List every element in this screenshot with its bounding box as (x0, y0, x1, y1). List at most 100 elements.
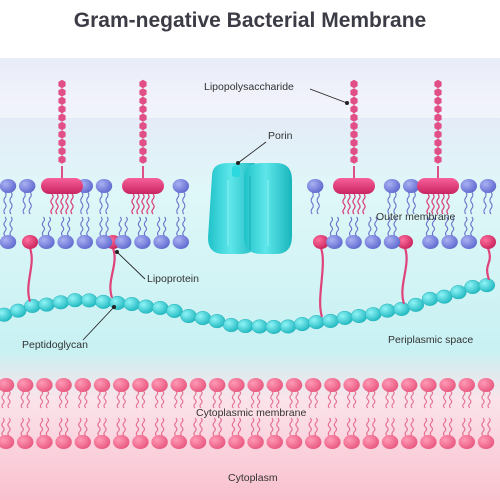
peptidoglycan-icon (166, 303, 183, 319)
lipopolysaccharide-icon (434, 121, 442, 131)
leader-porin (237, 141, 267, 164)
lipid-tail (231, 390, 236, 409)
phospholipid-icon (76, 235, 94, 249)
lps-tail (347, 193, 351, 215)
lipid-tail (176, 216, 180, 237)
lps-tail (352, 193, 356, 215)
lipid-tail (481, 417, 485, 437)
leader-lines (82, 88, 349, 341)
lipid-tail (182, 191, 186, 215)
lps-tail (362, 193, 366, 215)
lipid-tail (354, 216, 359, 237)
lps-tail (136, 193, 140, 215)
lipid-tail (180, 390, 184, 409)
title-fade (0, 58, 500, 118)
lipopolysaccharide-icon (139, 105, 147, 114)
lipid-tail (80, 191, 84, 215)
lipoprotein-strand (27, 247, 33, 302)
lipid-tail (250, 390, 255, 409)
lps-core (41, 178, 83, 194)
lipid-tail (105, 216, 109, 237)
lipopolysaccharide-icon (139, 121, 147, 131)
lipid-tail (9, 191, 13, 215)
lipid-tail (122, 390, 126, 409)
lps-tail (342, 193, 346, 215)
lipid-tail (97, 417, 101, 437)
phospholipid-icon (458, 378, 475, 392)
lipid-tail (124, 216, 128, 237)
lipopolysaccharide-icon (434, 113, 442, 122)
phospholipid-icon (381, 435, 399, 449)
lipopolysaccharide-icon (139, 96, 147, 105)
peptidoglycan-icon (322, 313, 339, 329)
lipopolysaccharide-icon (350, 113, 358, 122)
lipid-tail (47, 216, 52, 237)
peptidoglycan-icon (379, 303, 396, 318)
phospholipid-icon (17, 435, 34, 449)
lipid-tail (393, 216, 397, 237)
lps-tail (431, 193, 435, 215)
lipopolysaccharide-icon (58, 138, 66, 147)
peptidoglycan-icon (407, 297, 425, 312)
lipid-tail (218, 390, 222, 409)
phospholipid-icon (113, 435, 130, 449)
lipid-tail (41, 216, 46, 237)
peptidoglycan-icon (265, 319, 283, 334)
lipid-tail (78, 390, 82, 409)
lipid-tail (237, 390, 242, 409)
lipopolysaccharide-icon (139, 130, 147, 139)
lipid-tail (250, 417, 255, 437)
lipid-tail (368, 216, 372, 237)
label-periplasmic-space: Periplasmic space (388, 334, 474, 346)
lipoprotein-icon (313, 235, 329, 249)
lipid-tail (410, 417, 414, 437)
lipid-tail (431, 216, 436, 237)
lipid-tail (218, 417, 222, 437)
lipid-tail (193, 417, 197, 437)
peptidoglycan-icon (279, 319, 297, 334)
lipid-tail (346, 417, 351, 437)
lipid-tail (256, 390, 261, 409)
lipid-tail (276, 417, 280, 437)
lipopolysaccharide-icon (58, 79, 66, 89)
label-lipoprotein: Lipoprotein (147, 273, 199, 285)
phospholipid-icon (0, 378, 15, 392)
peptidoglycan-icon (137, 299, 155, 314)
peptidoglycan-layer (0, 278, 496, 334)
lipopolysaccharide-icon (350, 147, 358, 156)
outer-membrane-heads (0, 179, 497, 249)
label-outer-membrane: Outer membrane (376, 211, 456, 223)
phospholipid-icon (151, 378, 168, 392)
phospholipid-icon (228, 378, 245, 392)
phospholipid-icon (324, 378, 341, 392)
lipopolysaccharide-icon (58, 147, 66, 156)
lipid-tail (391, 390, 395, 409)
lps-tail (131, 193, 135, 215)
lipopolysaccharide-icon (139, 138, 147, 147)
lipid-tail (481, 390, 485, 409)
phospholipid-icon (0, 179, 17, 193)
phospholipid-icon (55, 435, 72, 449)
lipid-tail (26, 390, 30, 409)
lps-tail (55, 193, 59, 215)
lipopolysaccharide-icon (139, 88, 147, 97)
lipid-tail (348, 216, 353, 237)
lipid-tail (22, 191, 26, 215)
peptidoglycan-icon (180, 308, 197, 324)
peptidoglycan-icon (364, 307, 382, 322)
lipid-tail (174, 417, 178, 437)
lipopolysaccharide-icon (434, 147, 442, 156)
phospholipid-icon (55, 378, 72, 392)
lipid-tail (270, 390, 274, 409)
lipid-tail (58, 417, 63, 437)
lipid-tail (116, 390, 120, 409)
lipid-tail (99, 191, 103, 215)
lipid-tail (103, 417, 107, 437)
peptidoglycan-icon (208, 314, 226, 329)
phospholipid-icon (247, 435, 264, 449)
leader-porin-dot (236, 161, 240, 165)
lipopolysaccharide-icon (434, 79, 442, 89)
lipopolysaccharide-icon (434, 155, 442, 164)
phospholipid-icon (19, 179, 36, 193)
phospholipid-icon (420, 435, 437, 449)
